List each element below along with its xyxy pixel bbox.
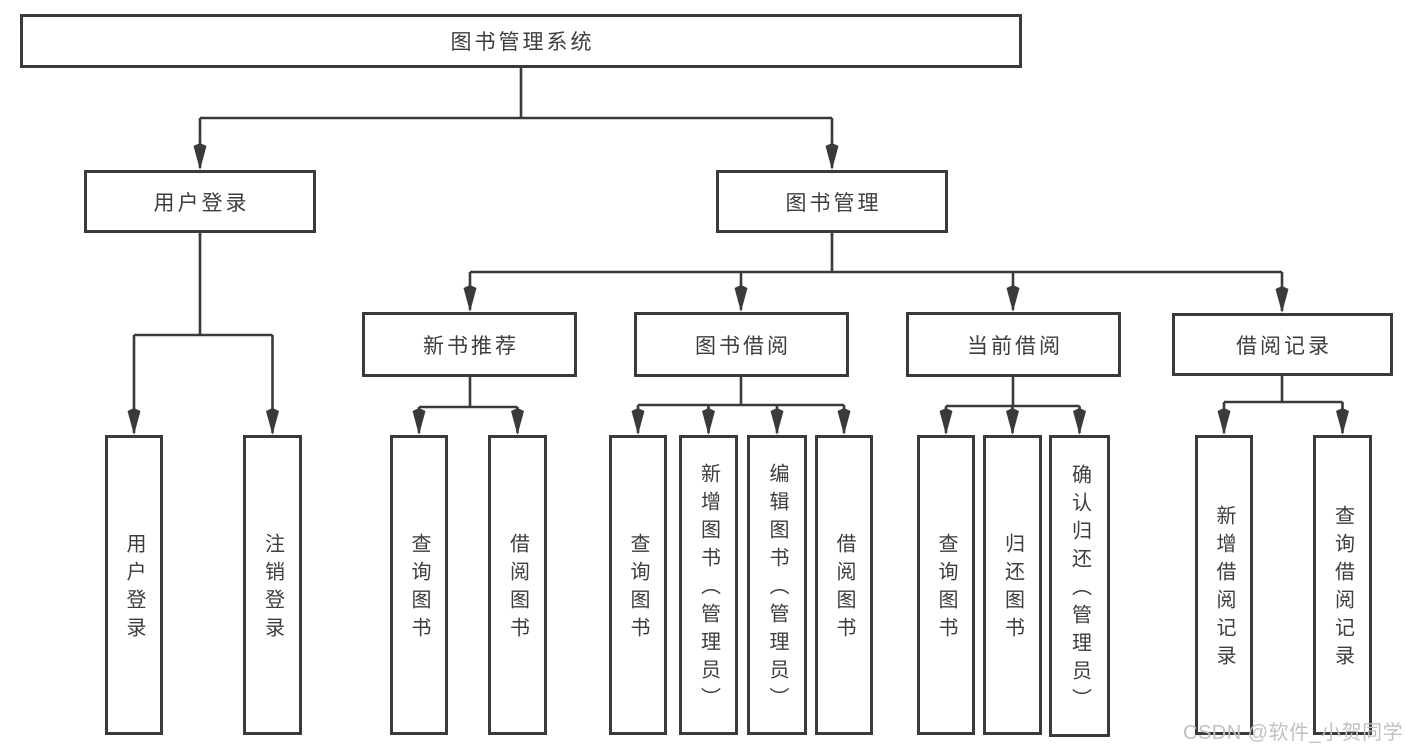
node-current-borrowing: 当前借阅 (906, 312, 1121, 377)
node-label: 查询图书 (408, 533, 430, 645)
node-label: 新书推荐 (423, 334, 519, 358)
arrow-down-icon (1073, 408, 1086, 435)
arrow-down-icon (702, 408, 715, 435)
arrow-down-icon (734, 285, 748, 312)
arrow-down-icon (266, 408, 279, 435)
arrow-down-icon (1336, 408, 1349, 435)
node-label: 查询借阅记录 (1331, 505, 1354, 673)
node-user-login: 用户登录 (84, 170, 316, 233)
connector-book-borrow-to-leaves (631, 377, 851, 435)
node-label: 借阅图书 (833, 533, 855, 645)
arrow-down-icon (770, 408, 784, 435)
connector-user-login-to-leaves (127, 233, 279, 435)
connector-root-to-level2 (193, 68, 839, 170)
arrow-down-icon (825, 143, 839, 170)
node-label: 借阅记录 (1236, 334, 1332, 358)
leaf-return-book: 归还图书 (983, 435, 1042, 735)
arrow-down-icon (412, 408, 426, 435)
arrow-down-icon (939, 408, 953, 435)
arrow-down-icon (1275, 286, 1289, 313)
connector-borrow-records-to-leaves (1217, 376, 1349, 435)
leaf-borrow-books-recommend: 借阅图书 (488, 435, 547, 735)
node-label: 借阅图书 (506, 533, 529, 645)
node-book-borrowing: 图书借阅 (634, 312, 849, 377)
leaf-user-login: 用户登录 (105, 435, 163, 735)
csdn-watermark: CSDN @软件_小贺同学 (1183, 722, 1404, 744)
node-label: 新增借阅记录 (1213, 505, 1235, 673)
node-label: 图书借阅 (695, 334, 791, 358)
leaf-query-books-borrow: 查询图书 (609, 435, 667, 735)
leaf-add-borrow-record: 新增借阅记录 (1195, 435, 1253, 735)
arrow-down-icon (193, 143, 207, 170)
node-label: 当前借阅 (967, 334, 1063, 358)
arrow-down-icon (511, 408, 524, 435)
leaf-logout: 注销登录 (243, 435, 302, 735)
leaf-confirm-return-admin: 确认归还（管理员） (1049, 435, 1110, 737)
node-label: 查询图书 (627, 533, 649, 645)
arrow-down-icon (463, 285, 477, 312)
node-label: 图书管理 (785, 191, 882, 215)
arrow-down-icon (1006, 408, 1019, 435)
node-book-management: 图书管理 (716, 170, 948, 233)
node-label: 图书管理系统 (450, 31, 595, 54)
node-label: 归还图书 (1001, 533, 1024, 645)
leaf-query-books-current: 查询图书 (917, 435, 975, 735)
leaf-query-books-recommend: 查询图书 (390, 435, 448, 735)
leaf-borrow-books: 借阅图书 (815, 435, 873, 735)
node-label: 新增图书（管理员） (697, 463, 720, 715)
node-label: 确认归还（管理员） (1068, 464, 1091, 716)
leaf-add-book-admin: 新增图书（管理员） (679, 435, 738, 735)
arrow-down-icon (631, 408, 645, 435)
node-borrowing-records: 借阅记录 (1172, 313, 1393, 376)
node-label: 用户登录 (123, 533, 145, 645)
node-label: 编辑图书（管理员） (766, 463, 788, 715)
connector-new-book-to-leaves (412, 377, 524, 435)
node-library-management-system: 图书管理系统 (20, 14, 1022, 68)
leaf-query-borrow-record: 查询借阅记录 (1313, 435, 1372, 735)
arrow-down-icon (837, 408, 851, 435)
arrow-down-icon (127, 408, 141, 435)
arrow-down-icon (1217, 408, 1231, 435)
connector-current-borrow-to-leaves (939, 377, 1086, 435)
node-label: 用户登录 (153, 191, 250, 215)
node-new-book-recommendation: 新书推荐 (362, 312, 577, 377)
node-label: 注销登录 (261, 533, 284, 645)
connector-book-management-to-modules (463, 233, 1289, 313)
leaf-edit-book-admin: 编辑图书（管理员） (747, 435, 807, 735)
node-label: 查询图书 (935, 533, 957, 645)
arrow-down-icon (1006, 285, 1020, 312)
